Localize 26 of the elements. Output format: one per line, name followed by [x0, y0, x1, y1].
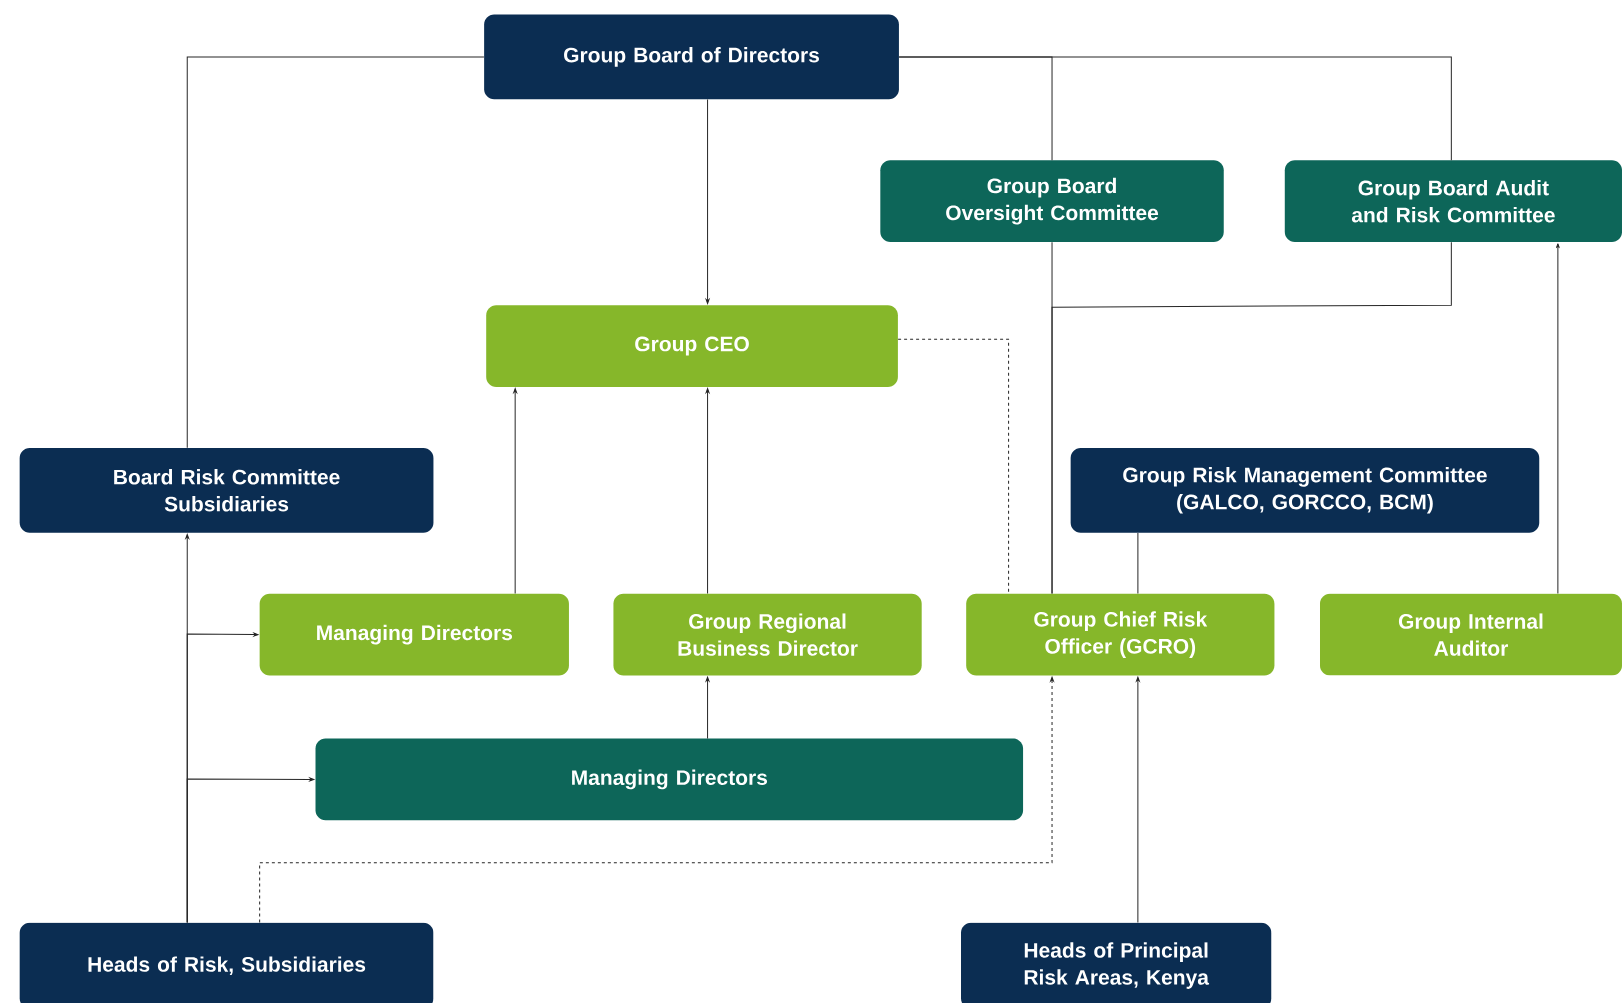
org-box: Heads of Risk, Subsidiaries: [19, 922, 434, 1003]
org-box: Managing Directors: [259, 593, 569, 676]
connector-line: [186, 56, 485, 449]
dashed-connector: [897, 338, 1010, 595]
arrow: [705, 676, 710, 739]
arrow: [1136, 676, 1140, 923]
org-box: Group Board Audit and Risk Committee: [1284, 160, 1622, 243]
arrow: [1556, 243, 1560, 595]
org-box: Board Risk Committee Subsidiaries: [19, 447, 434, 533]
org-box: Group Internal Auditor: [1319, 593, 1622, 676]
arrow: [513, 388, 518, 595]
arrow: [705, 99, 710, 304]
org-box: Managing Directors: [315, 738, 1024, 821]
org-box: Group CEO: [486, 305, 898, 387]
org-box: Group Risk Management Committee (GALCO, GORCCO, BCM): [1070, 447, 1540, 533]
arrow: [705, 388, 710, 595]
dashed-connector: [259, 676, 1054, 923]
connector-line: [1051, 241, 1452, 595]
org-box: Heads of Principal Risk Areas, Kenya: [961, 922, 1272, 1003]
org-box: Group Regional Business Director: [613, 593, 922, 676]
connector-line: [1137, 532, 1139, 595]
arrow: [186, 777, 315, 923]
connector-line: [898, 56, 1452, 161]
org-box: Group Board of Directors: [484, 14, 899, 100]
org-box: Group Board Oversight Committee: [880, 160, 1224, 243]
org-box: Group Chief Risk Officer (GCRO): [966, 593, 1275, 676]
